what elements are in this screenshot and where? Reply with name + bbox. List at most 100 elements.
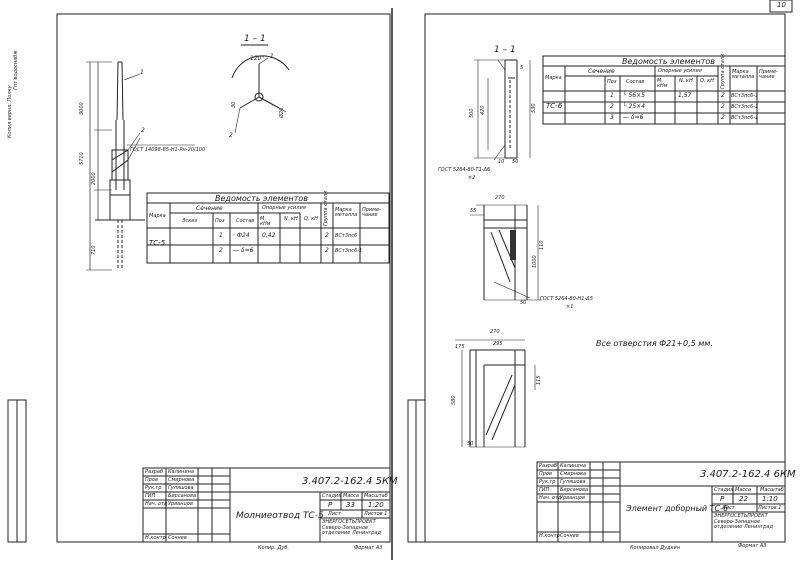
col-n: N, кН [284,216,298,222]
r-col-q: Q, кН [700,78,714,84]
r-signer-role-2: Пров [539,471,552,477]
r-signer-name-5: Урванцов [560,495,585,501]
right-stage: Р [720,495,725,503]
col-sketch: Эскиз [182,218,198,224]
r-signer-role-1: Разраб [539,463,558,469]
left-stage-h: Стадия [322,493,342,499]
leader-1: 1 [270,53,274,60]
r-col-sostav: Состав [626,79,645,85]
page-number: 10 [777,1,786,9]
col-section: Сечение [196,205,223,212]
right-scale-h: Масштаб [760,487,784,493]
r-row3-sostav: — δ=6 [623,114,644,121]
r-row1-group: 2 [721,92,725,99]
right-org: ЭНЕРГОСЕТЬПРОЕКТ Северо-Западное отделен… [714,513,773,530]
left-section-label: 1 – 1 [244,34,266,44]
col-group: Группа стали [323,190,329,226]
left-org: ЭНЕРГОСЕТЬПРОЕКТ Северо-Западное отделен… [322,519,381,536]
leader-2: 2 [229,132,233,139]
r-row1-steel: ВСт3пс6-1 [731,93,759,99]
r-col-mark: Марка [545,75,562,81]
left-sheet-frame [56,13,391,543]
left-table-title: Ведомость элементов [215,194,308,203]
dim-3000: 3000 [79,102,85,115]
right-gost1: ГОСТ 5264-80-Т1-Δ6 [438,167,491,173]
r-signer-name-3: Гуляшова [560,479,586,485]
r-row3-group: 2 [721,114,725,121]
dim-a-5: 5 [520,65,524,71]
r-signer-name-2: Смирнова [560,471,587,477]
r-col-supports: Опорные усилия [658,68,702,74]
dim-a-10: 10 [498,159,505,165]
right-format: Формат А3 [738,543,767,549]
row-mark: ТС-5 [149,239,166,247]
left-sheet-label: Лист [328,511,341,517]
r-col-m: М, кНм [657,78,668,89]
left-mass: 33 [346,501,355,509]
signer-role-6: Н.контр [145,535,166,541]
col-steel: Марка металла [335,207,358,218]
right-doc-code: 3.407.2-162.4 6КМ [700,469,796,480]
right-doc-title: Элемент доборный ТС-6 [626,504,729,513]
col-note: Приме-чание [362,207,381,218]
dim-a-530: 530 [531,103,537,113]
leader-3: 1 [140,69,144,76]
dim-a-50: 50 [512,159,519,165]
dim-c-50: 50 [467,441,474,447]
r-row1-sostav: └ 56×5 [623,92,645,99]
dim-c-115: 115 [536,375,542,385]
r-signer-role-3: Рук.гр [539,479,556,485]
r-col-pos: Поз [607,79,617,85]
row1-group: 2 [325,232,329,239]
r-row2-sostav: └ 25×4 [623,103,645,110]
dim-c-175: 175 [455,344,465,350]
right-view-a [474,59,531,161]
right-table-lines [542,55,786,125]
r-signer-role-6: Н.контр [539,533,560,539]
r-signer-name-1: Калинина [560,463,586,469]
col-supports: Опорные усилия [262,205,306,211]
left-format: Формат А3 [354,545,383,551]
dim-5710: 5710 [79,152,85,165]
row1-sostav: · Ф24 [233,232,250,239]
signer-name-6: Сочнев [168,535,187,541]
r-signer-name-4: Бирсанова [560,487,589,493]
left-gost-note: ГОСТ 14098-85-Н1-Рн-20/100 [130,147,206,153]
right-view-c [455,339,536,448]
row2-sostav: — δ=6 [233,247,254,254]
right-view-b [470,204,542,301]
right-mass-h: Масса [735,487,751,493]
right-stage-h: Стадия [714,487,734,493]
r-row2-group: 2 [721,103,725,110]
left-doc-code: 3.407.2-162.4 5КМ [302,476,398,487]
signer-role-1: Разраб [145,469,164,475]
r-signer-name-6: Сочнев [560,533,579,539]
r-row1-pos: 1 [610,92,614,99]
dim-b-1000: 1000 [532,255,538,268]
left-stage: Р [328,501,333,509]
col-pos: Поз [215,218,225,224]
right-table-title: Ведомость элементов [622,57,715,66]
row1-m: 0,42 [262,232,276,239]
margin-note-2: Гпт водоснабж [13,50,19,90]
row1-steel: ВСт3пс6 [335,233,358,239]
leader-4: 2 [141,127,145,134]
angle-label: 120° [250,55,265,62]
dim-b-270: 270 [495,195,505,201]
r-col-n: N, кН [679,78,693,84]
left-table-lines [146,192,390,264]
signer-role-3: Рук.гр [145,485,162,491]
left-copied: Копир. Дуб. [258,545,290,551]
left-doc-title: Молниеотвод ТС-5 [236,511,324,521]
holes-note: Все отверстия Ф21+0,5 мм. [596,339,713,348]
row2-pos: 2 [219,247,223,254]
dim-2000: 2000 [91,172,97,185]
col-mark: Марка [149,213,166,219]
r-col-note: Приме-чание [759,69,778,80]
right-section-label: 1 – 1 [494,45,516,55]
dim-b-50: 50 [520,300,527,306]
row1-pos: 1 [219,232,223,239]
right-scale: 1:10 [762,495,778,503]
left-mass-h: Масса [343,493,359,499]
